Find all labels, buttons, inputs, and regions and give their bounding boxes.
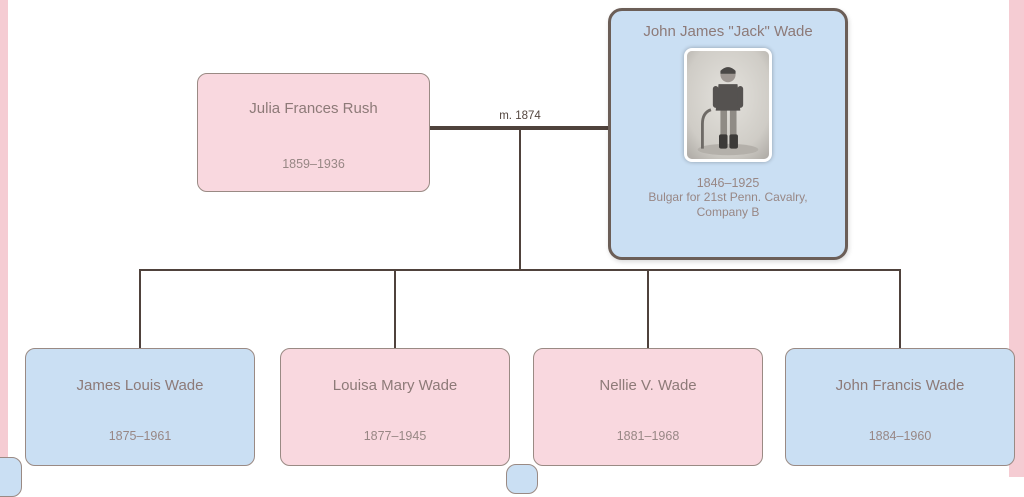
descent-drop-line — [394, 270, 396, 348]
person-name: Nellie V. Wade — [599, 377, 697, 394]
partial-card-bottom-left[interactable] — [0, 457, 22, 497]
portrait-photo — [684, 48, 772, 162]
person-name: James Louis Wade — [76, 377, 204, 394]
person-dates: 1859–1936 — [282, 157, 345, 171]
descent-drop-line — [647, 270, 649, 348]
descent-drop-line — [139, 270, 141, 348]
person-name: John Francis Wade — [835, 377, 965, 394]
marriage-year-label: m. 1874 — [499, 110, 541, 122]
person-detail-line: Company B — [696, 205, 760, 219]
person-name: Louisa Mary Wade — [332, 377, 458, 394]
person-dates: 1846–1925 — [696, 176, 760, 190]
person-name: John James "Jack" Wade — [643, 23, 813, 40]
person-dates: 1877–1945 — [363, 429, 427, 443]
descent-stem-line — [519, 129, 521, 270]
person-card-nellie-v-wade[interactable]: Nellie V. Wade 1881–1968 — [533, 348, 763, 466]
person-card-john-francis-wade[interactable]: John Francis Wade 1884–1960 — [785, 348, 1015, 466]
person-detail-line: Bulgar for 21st Penn. Cavalry, — [648, 190, 808, 204]
partial-card-bottom-center[interactable] — [506, 464, 538, 494]
person-dates: 1875–1961 — [108, 429, 172, 443]
person-card-john-james-jack-wade[interactable]: John James "Jack" Wade 1846–1925 — [608, 8, 848, 260]
person-card-louisa-mary-wade[interactable]: Louisa Mary Wade 1877–1945 — [280, 348, 510, 466]
person-card-julia-frances-rush[interactable]: Julia Frances Rush 1859–1936 — [197, 73, 430, 192]
soldier-portrait-image — [687, 51, 769, 159]
person-name: Julia Frances Rush — [249, 100, 378, 117]
page-edge-left — [0, 0, 8, 477]
person-dates: 1881–1968 — [616, 429, 680, 443]
descent-drop-line — [899, 270, 901, 348]
person-card-james-louis-wade[interactable]: James Louis Wade 1875–1961 — [25, 348, 255, 466]
person-dates: 1884–1960 — [868, 429, 932, 443]
marriage-line — [430, 126, 608, 130]
sibling-connector-line — [139, 269, 901, 271]
